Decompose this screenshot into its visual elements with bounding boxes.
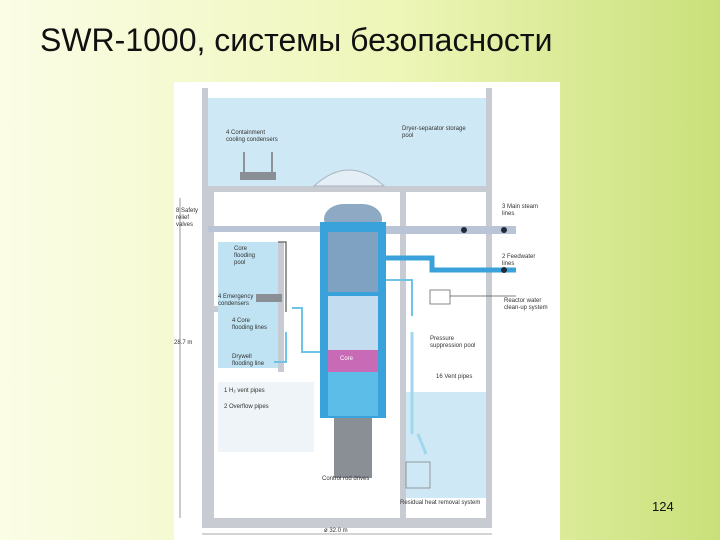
label-safety-relief: 8 Safety relief valves <box>176 208 199 228</box>
dimension-width: ø 32.0 m <box>324 528 348 534</box>
core-flooding-line <box>292 307 320 353</box>
slide-title: SWR-1000, системы безопасности <box>40 22 553 58</box>
steam-separators <box>328 232 378 292</box>
feedwater-valve <box>501 267 507 273</box>
label-core: Core <box>340 356 354 362</box>
label-reactor-cleanup: Reactor water clean-up system <box>504 298 548 311</box>
core-region <box>328 350 378 372</box>
label-residual-heat: Residual heat removal system <box>400 500 481 506</box>
label-core-flooding-pool: Core flooding pool <box>234 246 256 266</box>
reactor-diagram: 4 Containment cooling condensers Dryer-s… <box>174 82 560 540</box>
lower-plenum <box>328 372 378 416</box>
main-steam-line <box>386 226 516 234</box>
steam-valve-2 <box>501 227 507 233</box>
inner-right-wall <box>400 192 406 518</box>
steam-valve-1 <box>461 227 467 233</box>
label-core-flooding-lines: 4 Core flooding lines <box>232 318 268 331</box>
inner-left-wall <box>208 192 214 528</box>
label-containment-cooling: 4 Containment cooling condensers <box>226 130 278 143</box>
label-feedwater: 2 Feedwater lines <box>502 254 536 267</box>
feedwater-line <box>386 255 516 273</box>
upper-floor <box>208 186 486 192</box>
label-vent-pipes: 16 Vent pipes <box>436 374 473 380</box>
ec-pipe <box>278 241 287 312</box>
foundation <box>202 518 492 528</box>
label-main-steam: 3 Main steam lines <box>502 204 539 217</box>
heat-exchanger <box>429 289 451 305</box>
label-overflow: 2 Overflow pipes <box>224 404 269 410</box>
core-flooding-pool <box>218 242 278 368</box>
label-pressure-suppression: Pressure suppression pool <box>430 336 476 349</box>
label-control-rod-drives: Control rod drives <box>322 476 370 482</box>
steam-line-left <box>208 226 320 232</box>
dimension-height: 28.7 m <box>174 340 193 346</box>
rhr-tank <box>405 461 431 489</box>
reactor-schematic <box>179 88 516 535</box>
label-emergency-condensers: 4 Emergency condensers <box>218 294 254 307</box>
internals <box>328 296 378 352</box>
label-dryer-separator: Dryer-separator storage pool <box>402 126 466 139</box>
cleanup-pipe <box>386 279 413 316</box>
rod-drives <box>334 418 372 478</box>
emergency-condenser <box>256 294 282 302</box>
label-h2-vent: 1 H₂ vent pipes <box>224 388 265 394</box>
right-outer-wall <box>486 88 492 528</box>
cooling-condenser <box>240 172 276 180</box>
page-number: 124 <box>652 499 674 514</box>
drywell-lower <box>218 382 314 452</box>
dome <box>312 169 386 187</box>
label-drywell-flooding: Drywell flooding line <box>232 354 265 367</box>
vent-pipe-end <box>416 433 428 455</box>
pool-wall <box>278 242 284 372</box>
drywell-flood-line <box>274 332 287 363</box>
left-outer-wall <box>202 88 208 528</box>
